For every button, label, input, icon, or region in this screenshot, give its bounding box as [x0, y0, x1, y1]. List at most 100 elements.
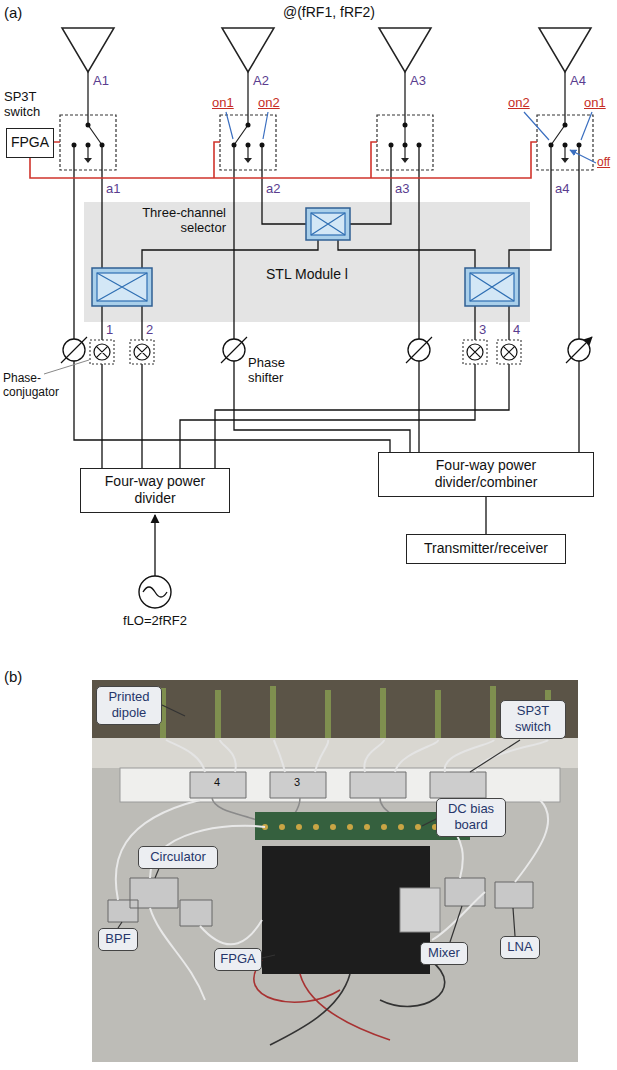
phase-conjugator-box	[90, 340, 521, 364]
photo-callout: DC bias board	[436, 798, 506, 837]
switch-modules	[190, 772, 486, 798]
node-text: Mixer	[425, 945, 463, 961]
photo-marking: 4	[214, 776, 220, 789]
node-text: Circulator	[143, 849, 213, 865]
coupler-inner	[470, 273, 514, 301]
control-bus	[30, 142, 537, 178]
node-text: LNA	[505, 939, 535, 955]
port-label: a2	[266, 182, 280, 197]
antenna-label: A1	[93, 74, 109, 89]
photo-callout: LNA	[500, 936, 540, 959]
switch-contact	[563, 143, 568, 148]
photo-marking: 3	[294, 776, 300, 789]
node-text: SP3T switch	[505, 703, 561, 734]
antenna-label: A3	[410, 74, 426, 89]
coupler-cross	[97, 273, 147, 301]
node-text: Four-way power divider	[87, 473, 223, 507]
panel-tag: (b)	[4, 668, 22, 685]
switch-contact	[86, 143, 91, 148]
switch-contact	[86, 123, 91, 128]
photo-callout: SP3T switch	[500, 700, 566, 739]
switch-contacts	[72, 123, 582, 148]
callout-leader	[118, 705, 520, 958]
selector-cross	[311, 213, 345, 235]
channel-number: 3	[479, 323, 486, 338]
photo-callout: Mixer	[420, 942, 468, 965]
fpga-box: FPGA	[6, 128, 54, 158]
lo-feed-arrow	[154, 515, 155, 576]
component-label: SP3T switch	[4, 90, 58, 120]
sp3t-switch-symbol	[60, 115, 593, 170]
rf-components	[108, 878, 533, 926]
oscillator-wave	[143, 587, 167, 597]
frequency-label: @(fRF1, fRF2)	[283, 4, 375, 20]
antenna-label: A4	[570, 74, 586, 89]
state-pointer	[226, 112, 596, 163]
node-text: FPGA	[219, 951, 257, 967]
channel-number: 2	[146, 323, 153, 338]
oscillator-symbol	[139, 576, 171, 608]
coupler-symbol	[92, 268, 152, 306]
photo-callout: Circulator	[138, 846, 218, 869]
coupler-symbol	[465, 268, 519, 306]
switch-state: on2	[508, 96, 530, 111]
component-label: Three-channel selector	[134, 206, 226, 236]
switch-contact	[403, 123, 408, 128]
switch-contact	[563, 123, 568, 128]
transceiver-box: Transmitter/receiver	[406, 534, 566, 564]
selector-symbol	[306, 208, 350, 240]
mixer-cross	[96, 346, 514, 357]
photo-callout: BPF	[98, 928, 138, 951]
sma-connectors	[262, 824, 455, 830]
port-label: a3	[395, 182, 409, 197]
mixer-symbols	[94, 344, 517, 360]
switch-state: on1	[584, 96, 606, 111]
port-label: a1	[106, 182, 120, 197]
coupler-inner	[97, 273, 147, 301]
coupler-cross	[470, 273, 514, 301]
node-text: Printed dipole	[101, 689, 157, 720]
cables	[116, 800, 548, 1000]
photo-callout: FPGA	[214, 948, 262, 971]
port-label: a4	[555, 182, 569, 197]
mounting-bar	[120, 768, 560, 802]
switch-state: off	[597, 156, 610, 170]
dipole-strips	[160, 686, 551, 740]
switch-state: on1	[212, 96, 234, 111]
channel-number: 4	[513, 323, 520, 338]
antenna-feed	[88, 72, 565, 125]
phase-shifters	[63, 339, 590, 361]
frequency-label: fLO=2fRF2	[105, 614, 205, 629]
photo-backdrop	[92, 680, 578, 742]
divider-combiner-box: Four-way power divider/combiner	[378, 452, 594, 497]
photo-background	[92, 680, 578, 1062]
dc-wires	[254, 960, 390, 1040]
photo-callout: Printed dipole	[96, 686, 162, 725]
switch-arm	[88, 125, 565, 158]
phase-shifter-arrow	[61, 337, 592, 363]
switch-termination	[84, 158, 569, 163]
rf-wiring	[74, 145, 579, 468]
antenna-symbol	[62, 28, 591, 72]
selector-inner	[311, 213, 345, 235]
leader-line	[44, 360, 89, 374]
panel-tag: (a)	[4, 4, 22, 21]
switch-contact	[403, 143, 408, 148]
node-text: DC bias board	[441, 801, 501, 832]
node-text: FPGA	[10, 134, 50, 151]
component-label: Phase shifter	[248, 356, 300, 386]
cables	[166, 740, 548, 772]
channel-number: 1	[106, 323, 113, 338]
component-label: Phase-conjugator	[3, 372, 69, 400]
power-divider-box: Four-way power divider	[80, 468, 230, 513]
signal-connector	[485, 497, 486, 534]
dc-wires	[270, 960, 445, 1045]
heat-sink	[400, 888, 440, 932]
node-text: Four-way power divider/combiner	[397, 457, 575, 491]
node-text: BPF	[103, 931, 133, 947]
switch-contact	[246, 143, 251, 148]
node-text: Transmitter/receiver	[413, 540, 559, 557]
antenna-label: A2	[253, 74, 269, 89]
